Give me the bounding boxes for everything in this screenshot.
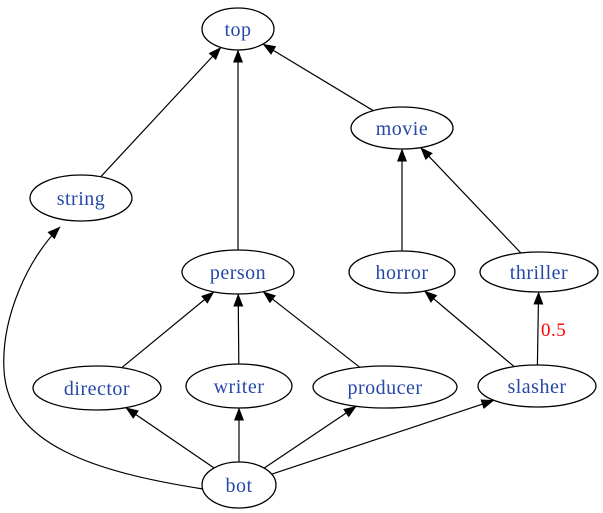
node-director-shape (32, 365, 162, 411)
node-movie-label: movie (376, 118, 429, 140)
edge-slasher-thriller (533, 291, 544, 366)
node-movie: movie (350, 106, 454, 150)
edge-movie-top (262, 43, 374, 112)
node-producer-shape (312, 365, 458, 409)
edge-bot-producer (263, 405, 357, 469)
node-slasher-shape (477, 364, 597, 408)
nodes-layer: top movie string person horror thriller direct… (29, 7, 599, 509)
edge-slasher-horror (424, 290, 515, 368)
node-slasher: slasher (477, 364, 597, 408)
edges-layer (3, 43, 544, 490)
node-horror: horror (348, 250, 456, 294)
node-thriller: thriller (479, 251, 599, 293)
node-horror-label: horror (376, 262, 429, 284)
edge-slasher-thriller-weight-label: 0.5 (541, 320, 566, 341)
node-string: string (29, 174, 133, 222)
edge-bot-slasher (271, 399, 495, 475)
node-bot-label: bot (225, 475, 252, 497)
edge-bot-string (3, 226, 204, 490)
node-person-label: person (210, 262, 266, 284)
edge-bot-director (125, 407, 215, 469)
edge-thriller-movie (420, 147, 522, 254)
node-producer-label: producer (347, 377, 422, 399)
node-bot: bot (201, 461, 277, 509)
node-writer: writer (185, 363, 293, 409)
edge-labels-layer: 0.5 (541, 320, 566, 341)
node-top: top (201, 7, 275, 51)
node-slasher-label: slasher (507, 376, 566, 398)
node-director: director (32, 365, 162, 411)
node-producer: producer (312, 365, 458, 409)
node-string-label: string (57, 188, 106, 210)
edge-producer-person (262, 291, 361, 368)
node-thriller-label: thriller (510, 262, 568, 284)
node-writer-label: writer (214, 376, 265, 398)
node-string-shape (29, 174, 133, 222)
edge-director-person (121, 291, 215, 369)
edge-writer-person (233, 293, 244, 365)
edge-string-top (100, 47, 222, 178)
node-director-label: director (64, 378, 130, 400)
node-top-label: top (224, 19, 251, 41)
node-person: person (181, 249, 295, 295)
